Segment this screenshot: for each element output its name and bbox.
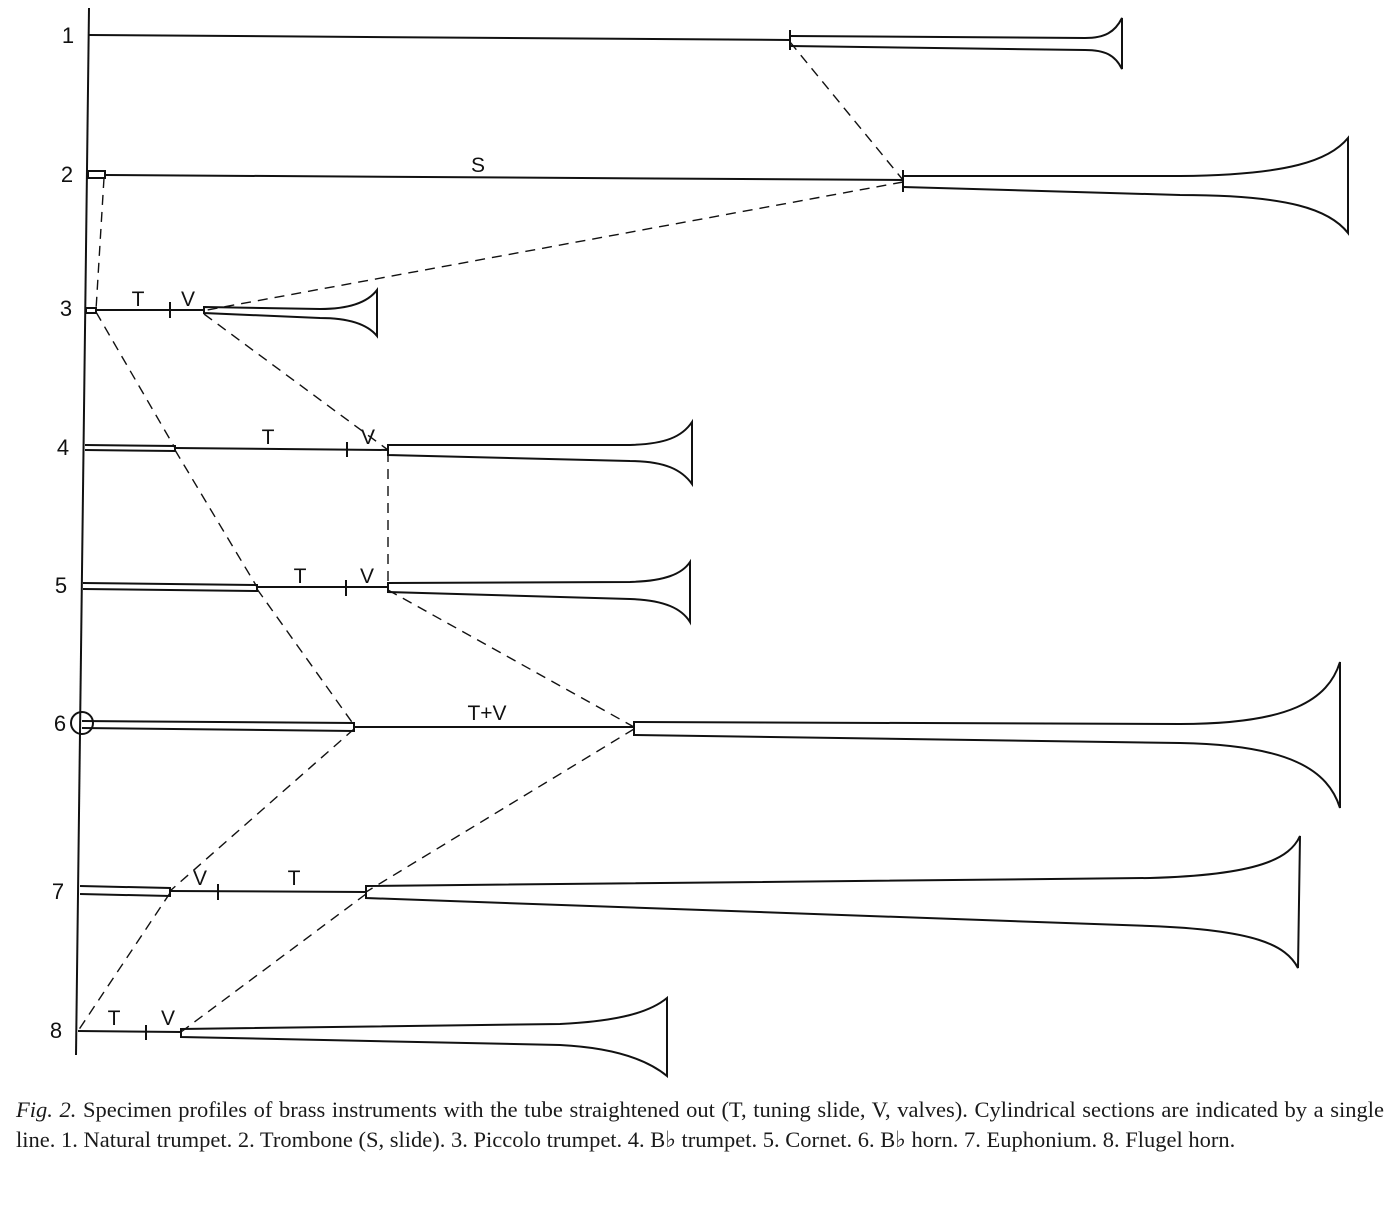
figure-caption: Fig. 2. Specimen profiles of brass instr… bbox=[16, 1095, 1384, 1155]
profile-4-bb-trumpet bbox=[84, 418, 693, 488]
row-number-7: 7 bbox=[52, 879, 64, 904]
correspondence-lines bbox=[77, 41, 904, 1033]
caption-lead: Fig. 2. bbox=[16, 1097, 77, 1122]
label-row8-tuning-slide: T bbox=[108, 1007, 121, 1030]
row-number-4: 4 bbox=[57, 435, 69, 460]
label-row5-valves: V bbox=[360, 565, 374, 588]
profile-2-trombone bbox=[87, 135, 1349, 236]
row-number-6: 6 bbox=[54, 711, 66, 736]
row-number-8: 8 bbox=[50, 1018, 62, 1043]
row-number-1: 1 bbox=[62, 23, 74, 48]
brass-profiles-diagram: 1 2 3 4 5 6 7 8 S T V T V T V T+V V T T … bbox=[50, 7, 1349, 1079]
caption-text: Specimen profiles of brass instruments w… bbox=[16, 1097, 1384, 1152]
label-row3-valves: V bbox=[181, 288, 195, 311]
row-number-3: 3 bbox=[60, 296, 72, 321]
label-row3-tuning-slide: T bbox=[132, 288, 145, 311]
label-row4-tuning-slide: T bbox=[262, 426, 275, 449]
label-row7-valves: V bbox=[193, 867, 207, 890]
profile-1-natural-trumpet bbox=[88, 17, 1123, 70]
profile-5-cornet bbox=[82, 558, 691, 626]
label-row2-slide: S bbox=[471, 154, 485, 177]
profile-6-bb-horn bbox=[70, 661, 1341, 809]
label-row4-valves: V bbox=[361, 426, 375, 449]
label-row8-valves: V bbox=[161, 1007, 175, 1030]
label-row5-tuning-slide: T bbox=[294, 565, 307, 588]
label-row6-tuning-slide-valves: T+V bbox=[467, 702, 506, 725]
profile-3-piccolo-trumpet bbox=[85, 287, 378, 339]
label-row7-tuning-slide: T bbox=[288, 867, 301, 890]
profile-7-euphonium bbox=[79, 835, 1301, 969]
reference-axis bbox=[75, 7, 90, 1056]
row-numbers: 1 2 3 4 5 6 7 8 bbox=[50, 23, 74, 1043]
section-labels: S T V T V T V T+V V T T V bbox=[108, 154, 507, 1030]
row-number-2: 2 bbox=[61, 162, 73, 187]
profile-8-flugel-horn bbox=[77, 995, 668, 1079]
row-number-5: 5 bbox=[55, 573, 67, 598]
